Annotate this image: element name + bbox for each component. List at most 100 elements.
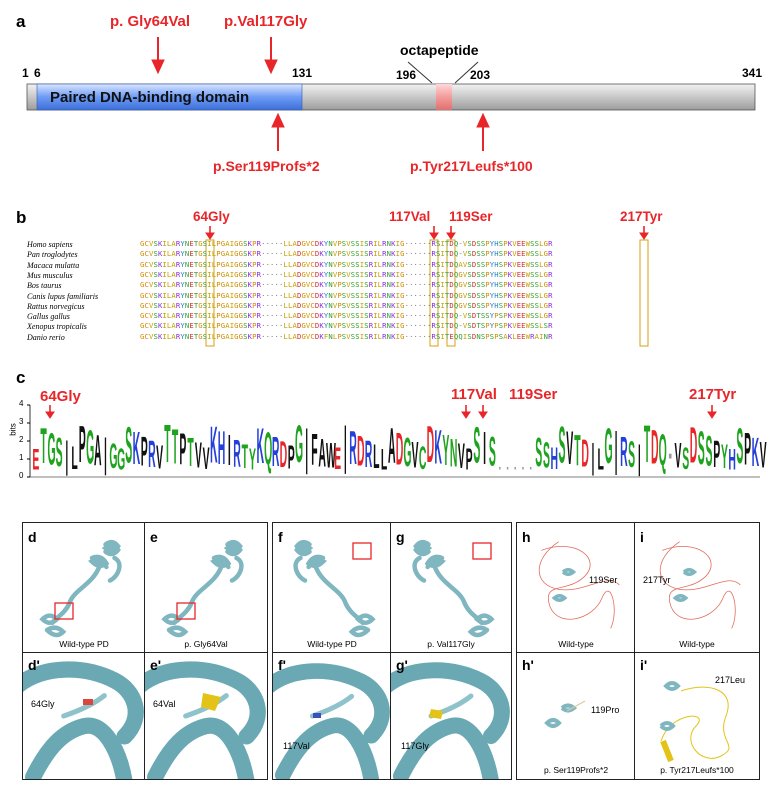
panel-d-caption: Wild-type PD [59, 639, 109, 649]
pos-341: 341 [742, 66, 763, 80]
logo-letter: N [449, 435, 458, 478]
logo-letter: · [506, 461, 510, 479]
logo-letter: T [187, 434, 194, 478]
panel-g-caption: p. Val117Gly [427, 639, 475, 649]
logo-letter: Y [720, 441, 728, 478]
panel-i-prime: i' 217Leu p. Tyr217Leufs*100 [634, 652, 760, 780]
annotation-119pro: 119Pro [591, 705, 620, 715]
species-name: Rattus norvegicus [27, 301, 85, 311]
sequence-row: GCVSKILARYNETGSILPGAIGGSKPR·····LLADGVCD… [140, 280, 553, 290]
sequence-row: GCVSKILARYNETGSILPGAIGGSKPR·····LLADGVCD… [140, 321, 553, 331]
panel-i-prime-label: i' [640, 657, 648, 673]
logo-letter: K [256, 424, 264, 477]
logo-letter: P [287, 442, 295, 478]
logo-letter: W [326, 439, 336, 478]
octapeptide-label: octapeptide [400, 42, 479, 58]
logo-letter: | [637, 442, 641, 478]
logo-letter: D [426, 421, 435, 477]
logo-letter: V [566, 426, 574, 478]
logo-letter: Y [249, 445, 256, 478]
logo-letter: S [535, 434, 543, 478]
marker-64gly: 64Gly [193, 209, 230, 224]
panel-d-prime-label: d' [28, 657, 40, 673]
logo-letter: Y [442, 431, 450, 478]
panel-i-caption: Wild-type [679, 639, 715, 649]
species-name: Bos taurus [27, 281, 62, 291]
mutation-tyr217leufs-label: p.Tyr217Leufs*100 [410, 158, 533, 174]
logo-letter: S [543, 439, 550, 478]
logo-letter: S [628, 438, 636, 478]
logo-letter: | [591, 441, 595, 478]
annotation-117val: 117Val [283, 741, 310, 751]
logo-letter: G [604, 424, 613, 477]
domain-label: Paired DNA-binding domain [50, 89, 250, 106]
panel-h-caption: Wild-type [558, 639, 594, 649]
logo-letter: V [202, 444, 210, 478]
panel-b-arrows [205, 226, 649, 347]
logo-letter: S [488, 432, 496, 478]
logo-letter: H [217, 426, 226, 478]
logo-letter: V [156, 442, 164, 478]
logo-letter: G [295, 421, 304, 477]
panel-h: h 119Ser Wild-type [516, 522, 636, 654]
logo-letter: K [434, 426, 442, 477]
logo-letter: G [109, 440, 118, 478]
logo-letter: T [40, 424, 47, 477]
annotation-217tyr: 217Tyr [643, 575, 671, 585]
panel-c-label: c [16, 368, 26, 387]
logo-letter: P [465, 445, 473, 478]
logo-letter: R [233, 436, 241, 478]
pos-131: 131 [292, 66, 313, 80]
panel-a-label: a [16, 12, 26, 31]
logo-letter: A [387, 424, 396, 477]
panel-i-prime-caption: p. Tyr217Leufs*100 [660, 765, 734, 775]
logo-letter: K [210, 422, 218, 477]
logo-letter: L [71, 443, 78, 478]
panel-i: i 217Tyr Wild-type [634, 522, 760, 654]
species-name: Danio rerio [27, 332, 65, 342]
logo-letter: D [581, 436, 589, 478]
logo-letter: E [32, 446, 40, 478]
logo-letter: S [558, 422, 566, 477]
mutation-ser119profs-label: p.Ser119Profs*2 [213, 158, 320, 174]
panel-e-prime: e' 64Val [144, 652, 268, 780]
logo-letter: · [513, 461, 518, 479]
logo-letter: R [620, 433, 628, 478]
logo-letter: S [473, 423, 481, 477]
logo-letter: P [78, 421, 86, 477]
logo-letter: P [713, 437, 721, 478]
logo-letter: S [55, 434, 63, 478]
species-name: Homo sapiens [27, 240, 73, 249]
pos-6: 6 [34, 66, 41, 80]
panel-a-diagram [26, 37, 756, 151]
logo-letter: E [334, 444, 342, 478]
logo-letter: L [380, 446, 388, 478]
logo-letter: · [521, 461, 526, 479]
species-name: Macaca mulatta [27, 260, 80, 270]
logo-letter: T [241, 441, 248, 478]
sequence-row: GCVSKILARYNETGSILPGAIGGSKPR·····LLADGVCD… [140, 269, 553, 279]
logo-letter: V [194, 439, 202, 478]
logo-letter: | [343, 422, 347, 477]
logo-letter: G [117, 445, 126, 478]
logo-letter: F [311, 430, 318, 478]
logo-letter: Q [658, 430, 667, 478]
pos-196: 196 [396, 68, 417, 82]
logo-letter: | [305, 425, 309, 477]
logo-letter: G [47, 429, 56, 478]
marker-217tyr: 217Tyr [620, 209, 663, 224]
panel-h-prime-label: h' [522, 657, 534, 673]
sequence-row: GCVSKILARYNETGSILPGAIGGSKPR·····LLADGVCD… [140, 331, 553, 341]
logo-letter: T [164, 420, 171, 477]
logo-ytick-4: 4 [19, 399, 24, 408]
panel-f: f Wild-type PD [272, 522, 392, 654]
annotation-64val: 64Val [153, 699, 176, 709]
annotation-117gly: 117Gly [401, 741, 429, 751]
logo-ytick-2: 2 [19, 435, 24, 444]
logo-letter: L [597, 445, 604, 478]
panel-h-prime: h' 119Pro p. Ser119Profs*2 [516, 652, 636, 780]
panel-d-label: d [28, 529, 37, 545]
logo-letter: | [614, 428, 618, 478]
panel-g-prime: g' 117Gly [390, 652, 512, 780]
panel-f-caption: Wild-type PD [307, 639, 357, 649]
